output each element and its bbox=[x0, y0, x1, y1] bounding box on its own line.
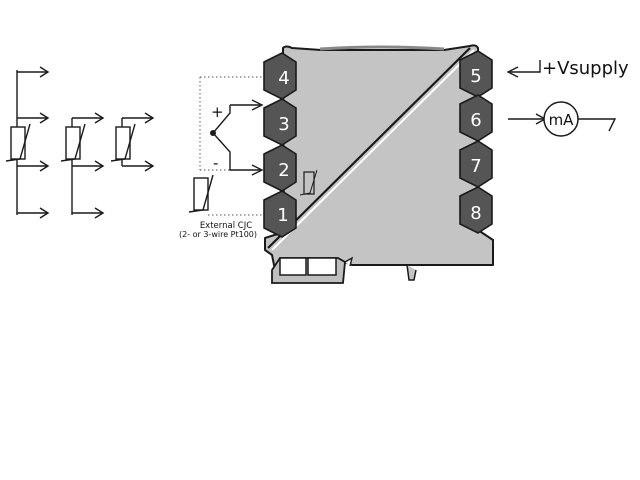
cjc-label-line1: External CJC bbox=[200, 221, 252, 231]
terminal-2[interactable] bbox=[263, 144, 297, 192]
output-loop: mA bbox=[508, 101, 617, 137]
internal-sensor-icon bbox=[303, 171, 315, 195]
thermocouple-junction-icon bbox=[210, 130, 216, 136]
transmitter-housing bbox=[264, 44, 494, 284]
rtd-resistor-icon bbox=[10, 126, 26, 160]
terminal-3[interactable] bbox=[263, 98, 297, 146]
rtd-resistor-icon bbox=[65, 126, 81, 160]
terminal-5-number: 5 bbox=[470, 66, 481, 87]
terminal-1[interactable] bbox=[263, 190, 297, 238]
terminal-6-number: 6 bbox=[470, 110, 481, 131]
din-rail-clip bbox=[406, 264, 417, 281]
rtd-3-wire-variant bbox=[60, 112, 105, 219]
terminal-block-right: 5 6 7 8 bbox=[459, 50, 493, 234]
vsupply-label: +Vsupply bbox=[542, 58, 629, 79]
cjc-resistor-icon bbox=[193, 177, 209, 211]
terminal-8[interactable] bbox=[459, 186, 493, 234]
terminal-8-number: 8 bbox=[470, 203, 481, 224]
terminal-1-number: 1 bbox=[277, 205, 288, 226]
ground-symbol bbox=[578, 118, 617, 132]
external-cjc: External CJC (2- or 3-wire Pt100) bbox=[179, 174, 265, 239]
terminal-4[interactable] bbox=[263, 52, 297, 100]
rtd-resistor-icon bbox=[115, 126, 131, 160]
terminal-5[interactable] bbox=[459, 50, 493, 98]
terminal-2-number: 2 bbox=[278, 160, 289, 181]
terminal-6[interactable] bbox=[459, 94, 493, 142]
terminal-3-number: 3 bbox=[278, 114, 289, 135]
housing-body bbox=[264, 44, 494, 271]
terminal-7[interactable] bbox=[459, 140, 493, 188]
cjc-label-line2: (2- or 3-wire Pt100) bbox=[179, 230, 257, 239]
plus-label: + bbox=[211, 103, 224, 121]
terminal-7-number: 7 bbox=[470, 156, 481, 177]
rtd-4-wire-variant bbox=[5, 66, 50, 219]
thermocouple-input: + - bbox=[199, 76, 265, 176]
terminal-block-left: 4 3 2 1 bbox=[263, 52, 297, 238]
terminal-4-number: 4 bbox=[278, 68, 289, 89]
isolation-barrier-highlight bbox=[271, 49, 475, 251]
supply-connection: +Vsupply bbox=[506, 58, 629, 79]
ammeter-label: mA bbox=[549, 111, 575, 129]
minus-label: - bbox=[213, 154, 218, 172]
housing-top-rib bbox=[319, 45, 445, 51]
connector-slot-1 bbox=[279, 257, 307, 276]
isolation-barrier-line bbox=[267, 47, 471, 249]
rtd-2-wire-variant bbox=[110, 112, 155, 172]
connector-slot-2 bbox=[307, 257, 337, 276]
